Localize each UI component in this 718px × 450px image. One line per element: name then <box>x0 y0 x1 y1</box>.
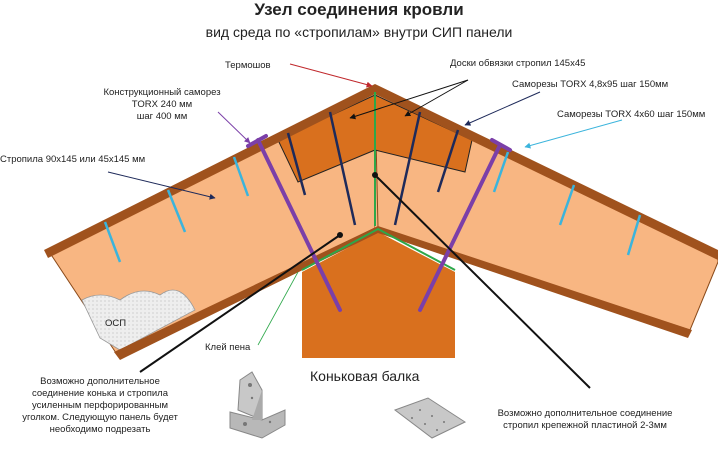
perforated-corner-bracket <box>229 371 286 439</box>
plate-pointer <box>374 174 591 389</box>
label-line: шаг 400 мм <box>136 111 188 122</box>
screws-4x60 <box>103 151 642 263</box>
screws-460-pointer <box>524 119 623 149</box>
left-bottom-strip <box>114 226 378 360</box>
thermoseam-pointer <box>289 63 373 88</box>
label-structural-screw: Конструкционный саморез TORX 240 мм шаг … <box>92 87 232 123</box>
diagram-subtitle: вид среда по «стропилам» внутри СИП пане… <box>205 24 513 40</box>
label-thermoseam: Термошов <box>225 60 271 71</box>
label-ridge-beam: Коньковая балка <box>310 368 420 384</box>
screws-4-8x95 <box>286 111 460 226</box>
right-bottom-strip <box>378 226 692 338</box>
label-line: необходимо подрезать <box>49 424 151 435</box>
label-line: Конструкционный саморез <box>103 87 221 98</box>
label-line: уголком. Следующую панель будет <box>22 412 178 423</box>
label-osb: ОСП <box>105 318 127 329</box>
foam-glue-lines <box>301 92 456 271</box>
label-corner-note: Возможно дополнительное соединение коньк… <box>5 376 195 436</box>
label-line: Возможно дополнительное <box>40 376 160 387</box>
left-top-strip <box>44 84 375 258</box>
label-screws-460: Саморезы TORX 4х60 шаг 150мм <box>557 109 706 120</box>
corner-pointer <box>139 234 341 373</box>
right-top-strip <box>375 84 718 260</box>
rafter-pointer <box>107 171 216 200</box>
boards-pointer-2 <box>404 79 469 117</box>
label-boards: Доски обвязки стропил 145х45 <box>450 58 586 69</box>
boards-pointer <box>349 79 469 120</box>
mounting-plate <box>393 397 467 439</box>
screw-structural-pointer <box>217 111 251 144</box>
label-line: TORX 240 мм <box>131 99 193 110</box>
label-plate-note: Возможно дополнительное соединение строп… <box>485 408 685 432</box>
diagram-title: Узел соединения кровли <box>254 0 464 19</box>
label-rafter: Стропила 90х145 или 45х145 мм <box>0 154 146 165</box>
osb-sheet <box>81 289 196 351</box>
foam-glue-pointer <box>257 271 299 346</box>
ridge-beam <box>302 232 455 358</box>
label-foam-glue: Клей пена <box>205 342 251 353</box>
label-line: усиленным перфорированным <box>31 400 169 411</box>
label-screws-495: Саморезы TORX 4,8х95 шаг 150мм <box>512 79 669 90</box>
screws-torx-240 <box>246 134 512 312</box>
label-line: соединение конька и стропила <box>32 388 168 399</box>
label-line: Возможно дополнительное соединение <box>497 408 673 419</box>
label-line: стропил крепежной пластиной 2-3мм <box>503 420 667 431</box>
screws-495-pointer <box>464 91 541 126</box>
